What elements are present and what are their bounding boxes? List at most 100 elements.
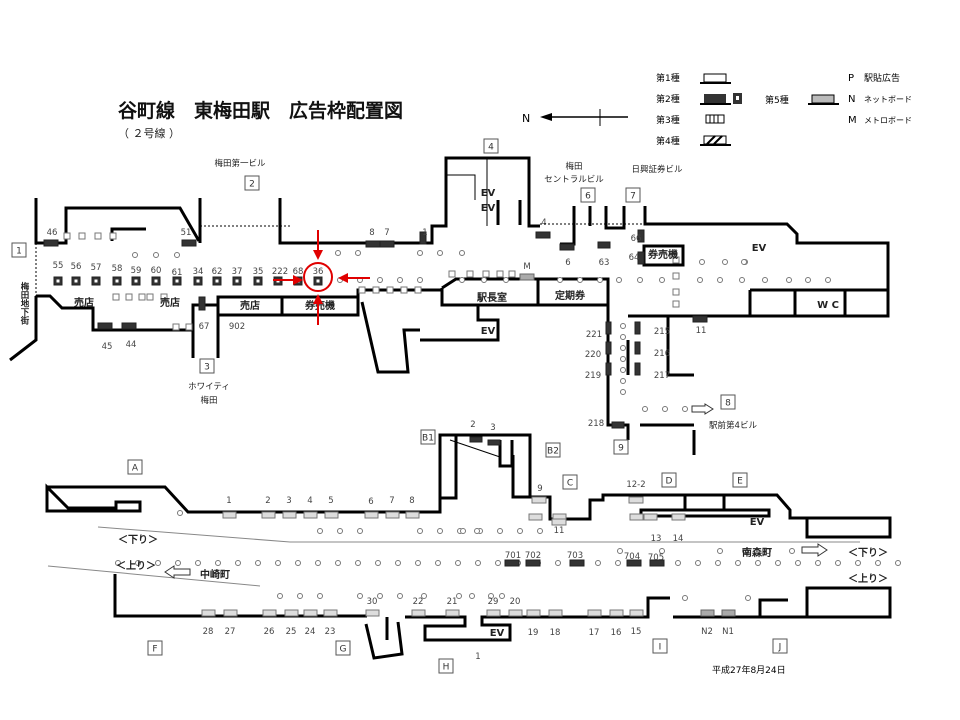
exit-label: D	[666, 477, 673, 487]
ad-number-label: 221	[586, 330, 602, 340]
ad-frame-square	[482, 270, 490, 278]
exit-j: J	[772, 638, 788, 654]
exit-6: 6	[580, 187, 596, 203]
pillar-icon	[132, 252, 138, 258]
ad-frame-type1	[671, 513, 686, 521]
ad-number-label: 67	[199, 322, 210, 332]
pillar-icon	[474, 528, 480, 534]
pillar-icon	[397, 277, 403, 283]
pillar-icon	[355, 560, 361, 566]
pillar-icon	[435, 560, 441, 566]
ad-number-label: 219	[585, 371, 601, 381]
pillars	[115, 250, 901, 601]
pillar-icon	[459, 250, 465, 256]
pillar-icon	[789, 548, 795, 554]
pillar-icon	[277, 593, 283, 599]
pillar-icon	[741, 259, 747, 265]
pillar-icon	[786, 277, 792, 283]
ad-frame-type2	[172, 276, 182, 286]
ad-frame-type5	[721, 609, 736, 617]
ad-frame-square	[448, 270, 456, 278]
ad-frame-type2	[605, 362, 612, 376]
legend-code-m-label: メトロボード	[864, 116, 912, 125]
ad-number-label: 60	[151, 266, 162, 276]
ad-number-label: 37	[232, 267, 243, 277]
legend-code-n: N	[848, 94, 855, 105]
pillar-icon	[675, 560, 681, 566]
ad-number-label: 1	[226, 496, 231, 506]
pillar-icon	[717, 548, 723, 554]
ad-number-label: N1	[722, 627, 734, 637]
ad-frame-type2	[535, 231, 551, 239]
ad-number-label: 2	[470, 420, 475, 430]
exit-label: H	[443, 663, 450, 673]
pillar-icon	[497, 528, 503, 534]
ad-number-label: 11	[554, 526, 565, 536]
ad-frame-type2	[597, 241, 611, 249]
room-label: EV	[490, 628, 505, 639]
ad-number-label: 44	[126, 340, 137, 350]
pillar-icon	[662, 406, 668, 412]
ad-number-label: 15	[631, 627, 642, 637]
pillar-icon	[742, 548, 748, 554]
pillar-icon	[317, 593, 323, 599]
ad-number-label: 56	[71, 262, 82, 272]
legend-code-p: P	[848, 73, 854, 84]
ad-number-label: 23	[325, 627, 336, 637]
ad-number-label: 6	[565, 258, 570, 268]
metro-board-frame	[519, 273, 535, 281]
pillar-icon	[557, 277, 563, 283]
pillar-icon	[762, 277, 768, 283]
pillar-icon	[795, 560, 801, 566]
exit-label: E	[737, 477, 743, 487]
ad-frame-square	[78, 232, 86, 240]
ad-number-label: 3	[286, 496, 291, 506]
ad-number-label: 20	[510, 597, 521, 607]
ad-frame-type2	[71, 276, 81, 286]
pillar-icon	[715, 560, 721, 566]
pillar-icon	[875, 560, 881, 566]
ad-frame-type1	[303, 609, 318, 617]
ad-frame-type2	[634, 321, 641, 335]
ad-frame-square	[496, 270, 504, 278]
exit-label: A	[132, 464, 139, 474]
ad-number-label: 14	[673, 534, 684, 544]
pillar-icon	[415, 560, 421, 566]
ad-number-label: 59	[131, 266, 142, 276]
room-label: 売店	[160, 296, 180, 309]
pillar-icon	[717, 277, 723, 283]
exit-b1: B1	[420, 429, 436, 445]
pillar-icon	[295, 560, 301, 566]
room-label: EV	[481, 326, 496, 337]
ad-frame-type1	[261, 511, 276, 519]
ad-number-label: 19	[528, 628, 539, 638]
ad-number-label: 5	[328, 496, 333, 506]
ad-number-label: 216	[654, 349, 670, 359]
ad-frame-type2	[611, 421, 625, 429]
pillar-icon	[895, 560, 901, 566]
pillar-icon	[417, 250, 423, 256]
exit-label: 4	[488, 143, 494, 153]
pillar-icon	[357, 528, 363, 534]
ad-frame-type1	[223, 609, 238, 617]
room-label: 売店	[74, 296, 94, 309]
ad-frame-type1	[629, 513, 644, 521]
ad-number-label: 7	[384, 228, 389, 238]
pillar-icon	[395, 560, 401, 566]
pillar-icon	[765, 548, 771, 554]
exit-i: I	[652, 638, 668, 654]
ad-frame-type2	[313, 276, 323, 286]
ad-number-label: 36	[313, 267, 324, 277]
ad-frame-type2	[212, 276, 222, 286]
north-arrow-icon	[540, 109, 628, 126]
ad-frame-type2	[253, 276, 263, 286]
building-label: 日興証券ビル	[631, 164, 683, 175]
ad-number-label: 63	[599, 258, 610, 268]
pillar-icon	[775, 560, 781, 566]
ad-number-label: N2	[701, 627, 713, 637]
pillar-icon	[642, 406, 648, 412]
ad-number-label: 18	[550, 628, 561, 638]
ad-frame-type1	[486, 609, 501, 617]
exit-label: J	[778, 643, 782, 653]
direction-label: ＜上り＞	[116, 559, 156, 572]
